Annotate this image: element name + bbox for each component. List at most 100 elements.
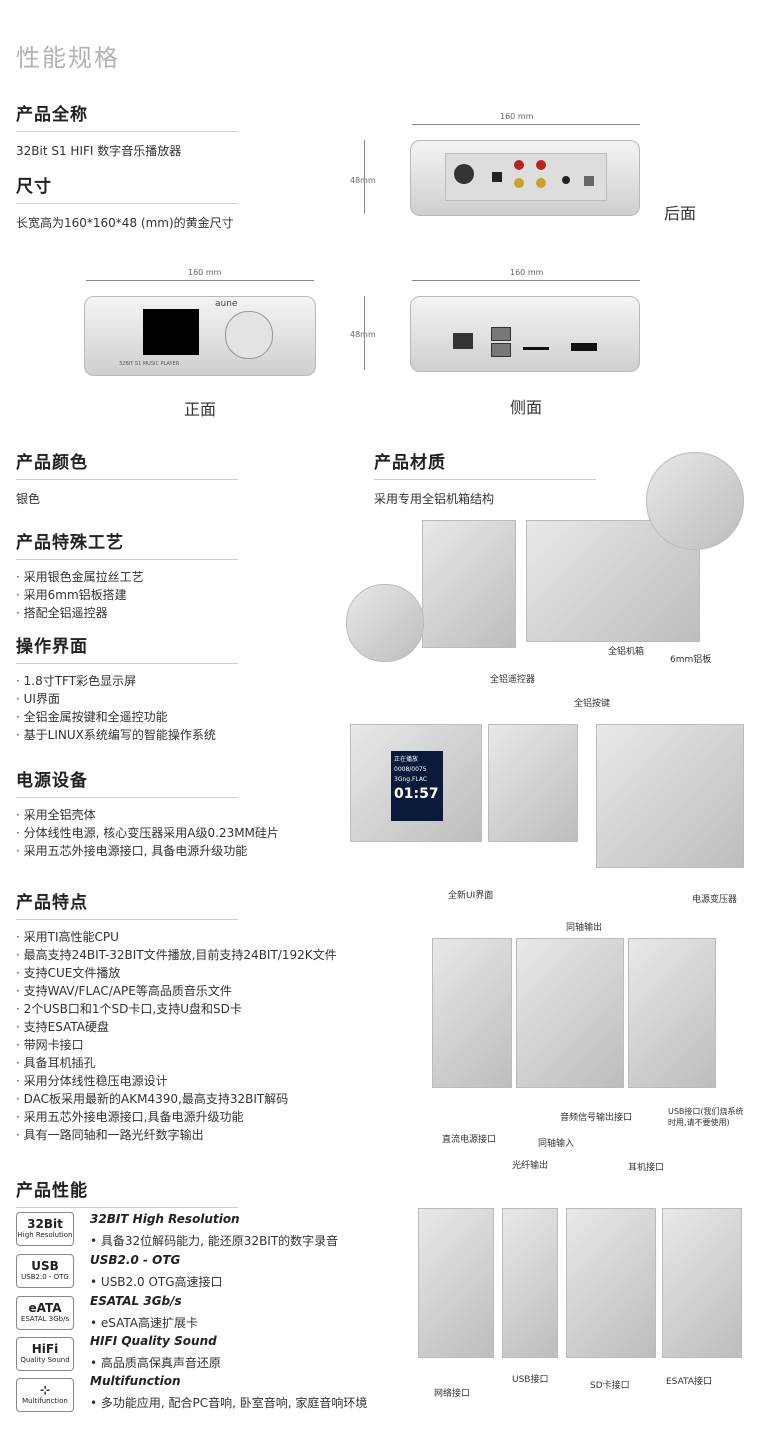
list-item: 采用TI高性能CPU <box>16 928 238 946</box>
dimension-height: 48mm <box>350 330 376 339</box>
dimension-width: 160 mm <box>188 268 222 277</box>
photo-usb <box>502 1208 558 1358</box>
section-title: 产品材质 <box>374 448 596 480</box>
list-item: 采用银色金属拉丝工艺 <box>16 568 238 586</box>
perf-item: ESATAL 3Gb/s• eSATA高速扩展卡 <box>90 1294 199 1330</box>
photo-sd <box>566 1208 656 1358</box>
section-title: 产品全称 <box>16 100 238 132</box>
section-performance: 产品性能 <box>16 1176 238 1208</box>
label-usb-port: USB接口(我们烧系统时用,请不要使用) <box>668 1107 744 1127</box>
photo-front-ui: 正在播放 0008/0075 3Gng.FLAC 01:57 <box>350 724 482 842</box>
page-title: 性能规格 <box>16 44 120 72</box>
perf-item: USB2.0 - OTG• USB2.0 OTG高速接口 <box>90 1253 223 1289</box>
brand-logo: aune <box>215 299 238 309</box>
list-item: 最高支持24BIT-32BIT文件播放,目前支持24BIT/192K文件 <box>16 946 337 964</box>
perf-item: 32BIT High Resolution• 具备32位解码能力, 能还原32B… <box>90 1212 339 1248</box>
section-color: 产品颜色 银色 <box>16 448 238 507</box>
model-label: 32BIT S1 MUSIC PLAYER <box>119 361 180 367</box>
screen-time: 01:57 <box>394 786 439 802</box>
label-headphone: 耳机接口 <box>628 1163 665 1173</box>
label-transformer: 电源变压器 <box>692 895 738 905</box>
label-buttons: 全铝按键 <box>574 699 611 709</box>
list-item: 支持CUE文件播放 <box>16 964 238 982</box>
list-item: 具有一路同轴和一路光纤数字输出 <box>16 1126 238 1144</box>
list-item: 搭配全铝遥控器 <box>16 604 238 622</box>
photo-rear-left <box>432 938 512 1088</box>
list-item: 全铝金属按键和全遥控功能 <box>16 708 238 726</box>
device-side-view <box>410 296 640 372</box>
label-audio-out: 音频信号输出接口 <box>560 1113 633 1123</box>
label-network: 网络接口 <box>434 1389 471 1399</box>
view-caption-side: 侧面 <box>510 398 543 417</box>
photo-buttons <box>488 724 578 842</box>
dimension-width: 160 mm <box>500 112 534 121</box>
section-title: 电源设备 <box>16 766 238 798</box>
badge-multifunction: ⊹Multifunction <box>16 1378 74 1412</box>
device-back-view <box>410 140 640 216</box>
section-title: 尺寸 <box>16 172 238 204</box>
list-item: 采用五芯外接电源接口,具备电源升级功能 <box>16 1108 244 1126</box>
section-title: 产品特殊工艺 <box>16 528 238 560</box>
list-item: DAC板采用最新的AKM4390,最高支持32BIT解码 <box>16 1090 289 1108</box>
dimension-width: 160 mm <box>510 268 544 277</box>
list-item: 带网卡接口 <box>16 1036 238 1054</box>
list-item: 采用全铝壳体 <box>16 806 238 824</box>
list-item: 支持ESATA硬盘 <box>16 1018 238 1036</box>
photo-esata <box>662 1208 742 1358</box>
section-title: 产品颜色 <box>16 448 238 480</box>
photo-rear-center <box>516 938 624 1088</box>
section-full-name: 产品全称 32Bit S1 HIFI 数字音乐播放器 <box>16 100 238 159</box>
label-case: 全铝机箱 <box>608 647 645 657</box>
perf-item: Multifunction• 多功能应用, 配合PC音响, 卧室音响, 家庭音响… <box>90 1374 368 1410</box>
list-item: 1.8寸TFT彩色显示屏 <box>16 672 238 690</box>
label-sd: SD卡接口 <box>590 1381 630 1391</box>
photo-rear-right <box>628 938 716 1088</box>
section-features: 产品特点 采用TI高性能CPU 最高支持24BIT-32BIT文件播放,目前支持… <box>16 888 337 1144</box>
screen-count: 0008/0075 <box>394 766 427 773</box>
list-item: 采用6mm铝板搭建 <box>16 586 238 604</box>
section-power: 电源设备 采用全铝壳体 分体线性电源, 核心变压器采用A级0.23MM硅片 采用… <box>16 766 279 860</box>
device-front-view: aune 32BIT S1 MUSIC PLAYER <box>84 296 316 376</box>
dimension-height: 48mm <box>350 176 376 185</box>
label-dc-in: 直流电源接口 <box>442 1135 497 1145</box>
label-coax-out: 同轴输出 <box>566 923 603 933</box>
screen-header: 正在播放 <box>394 756 419 763</box>
section-size: 尺寸 长宽高为160*160*48 (mm)的黄金尺寸 <box>16 172 238 231</box>
list-item: 具备耳机插孔 <box>16 1054 238 1072</box>
list-item: 采用五芯外接电源接口, 具备电源升级功能 <box>16 842 248 860</box>
section-text: 长宽高为160*160*48 (mm)的黄金尺寸 <box>16 216 234 230</box>
section-text: 32Bit S1 HIFI 数字音乐播放器 <box>16 144 182 158</box>
list-item: 基于LINUX系统编写的智能操作系统 <box>16 726 238 744</box>
section-text: 采用专用全铝机箱结构 <box>374 492 495 506</box>
list-item: UI界面 <box>16 690 238 708</box>
label-new-ui: 全新UI界面 <box>448 891 494 901</box>
view-caption-front: 正面 <box>184 400 217 419</box>
label-esata: ESATA接口 <box>666 1377 712 1387</box>
section-material: 产品材质 采用专用全铝机箱结构 <box>374 448 596 507</box>
list-item: 分体线性电源, 核心变压器采用A级0.23MM硅片 <box>16 824 279 842</box>
list-item: 支持WAV/FLAC/APE等高品质音乐文件 <box>16 982 238 1000</box>
perf-item: HIFI Quality Sound• 高品质高保真声音还原 <box>90 1334 221 1370</box>
list-item: 采用分体线性稳压电源设计 <box>16 1072 238 1090</box>
section-title: 产品特点 <box>16 888 238 920</box>
list-item: 2个USB口和1个SD卡口,支持U盘和SD卡 <box>16 1000 242 1018</box>
photo-transformer <box>596 724 744 868</box>
section-title: 操作界面 <box>16 632 238 664</box>
label-remote: 全铝遥控器 <box>490 675 536 685</box>
section-text: 银色 <box>16 492 41 506</box>
photo-network <box>418 1208 494 1358</box>
photo-plate <box>646 452 744 550</box>
label-usb: USB接口 <box>512 1375 549 1385</box>
label-optical-out: 光纤输出 <box>512 1161 549 1171</box>
section-title: 产品性能 <box>16 1176 238 1208</box>
photo-remote <box>422 520 516 648</box>
section-ui: 操作界面 1.8寸TFT彩色显示屏 UI界面 全铝金属按键和全遥控功能 基于LI… <box>16 632 238 744</box>
label-plate: 6mm铝板 <box>670 655 712 665</box>
photo-remote-detail <box>346 584 424 662</box>
label-coax-in: 同轴输入 <box>538 1139 575 1149</box>
screen-track: 3Gng.FLAC <box>394 776 428 783</box>
